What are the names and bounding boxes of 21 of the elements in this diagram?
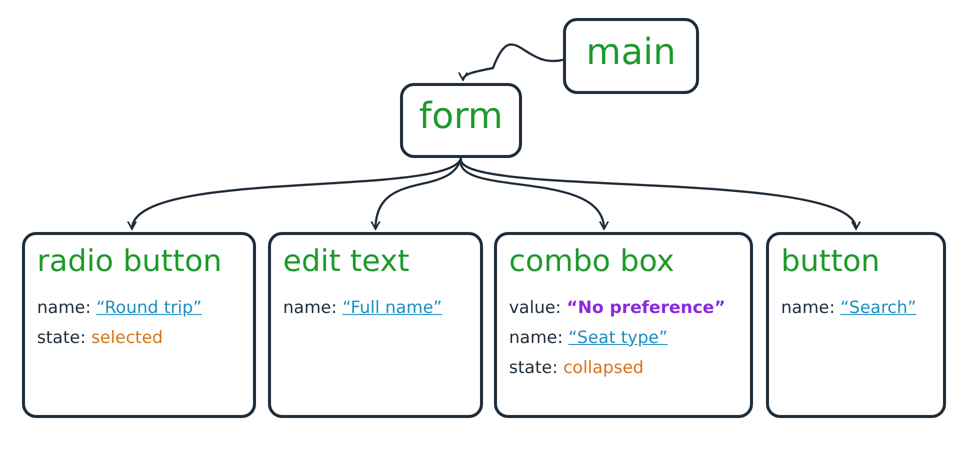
- node-box: [400, 83, 522, 158]
- property-line: name: “Search”: [781, 296, 916, 319]
- property-line: name: “Seat type”: [509, 326, 668, 349]
- property-line: name: “Round trip”: [37, 296, 202, 319]
- node-box: [563, 18, 699, 94]
- node-title: button: [781, 243, 880, 280]
- node-title: form: [419, 95, 503, 139]
- node-box: [268, 232, 483, 418]
- node-box: [22, 232, 256, 418]
- property-line: value: “No preference”: [509, 296, 726, 319]
- node-box: [494, 232, 753, 418]
- property-line: state: selected: [37, 326, 163, 349]
- node-title: edit text: [283, 243, 410, 280]
- node-title: main: [586, 30, 676, 74]
- property-line: state: collapsed: [509, 356, 644, 379]
- node-box: [766, 232, 946, 418]
- arrow: [459, 43, 564, 81]
- node-title: combo box: [509, 243, 674, 280]
- node-title: radio button: [37, 243, 222, 280]
- property-line: name: “Full name”: [283, 296, 442, 319]
- arrow: [371, 158, 462, 230]
